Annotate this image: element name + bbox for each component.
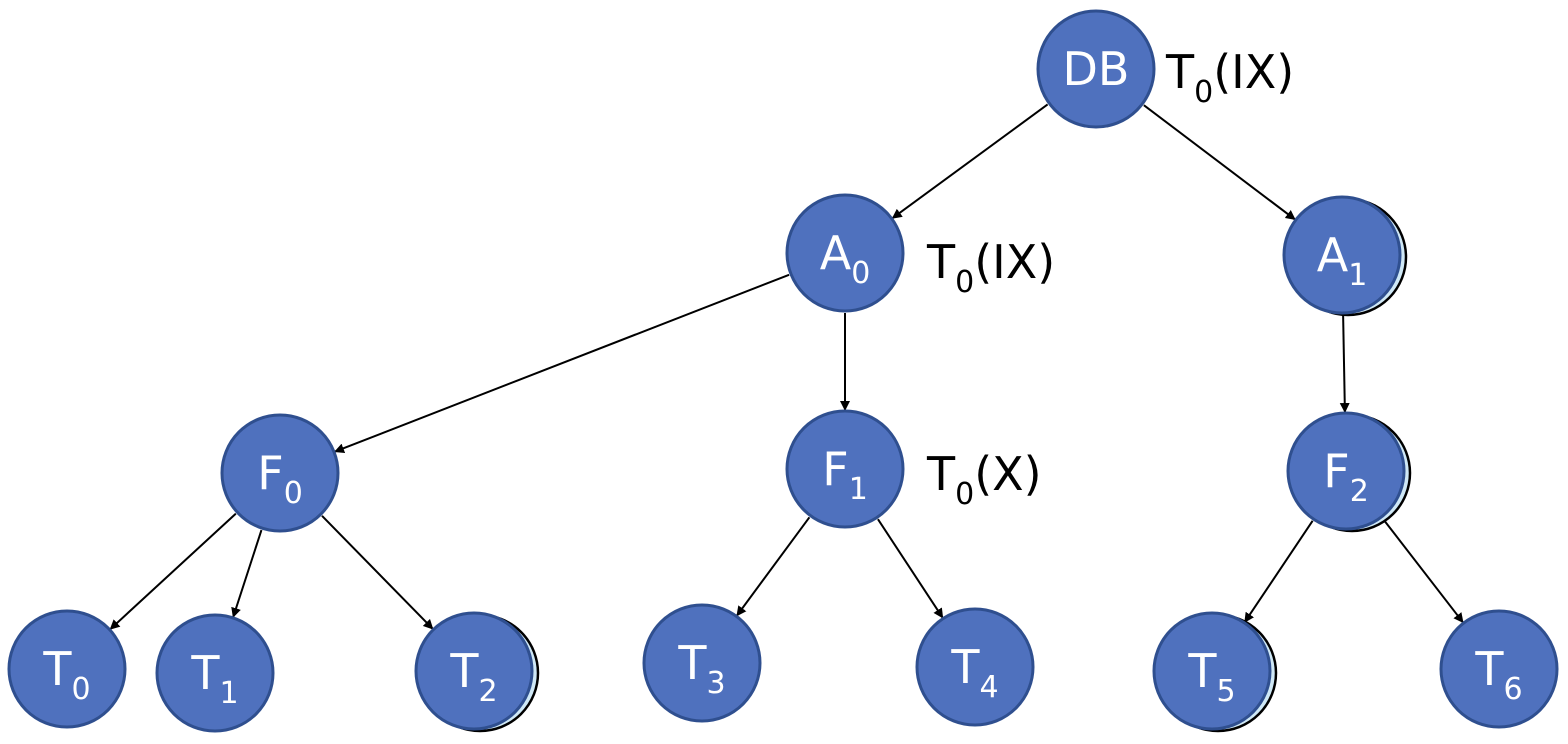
node-label-main: A <box>820 226 852 280</box>
node-circle <box>785 193 905 313</box>
lock-holder: T <box>1165 45 1195 99</box>
lock-mode: (IX) <box>974 235 1055 289</box>
node-label: F2 <box>1323 444 1369 509</box>
node-label-subscript: 2 <box>1350 474 1369 509</box>
node-F0: F0 <box>220 413 340 533</box>
node-label: T5 <box>1187 644 1235 709</box>
node-label-main: T <box>677 636 707 690</box>
node-label: T4 <box>950 640 998 705</box>
lock-holder: T <box>926 235 956 289</box>
node-label-main: T <box>1474 642 1504 696</box>
edge-DB-to-A0 <box>891 103 1049 219</box>
node-circle <box>7 609 127 729</box>
node-label: DB <box>1063 42 1130 96</box>
lock-mode: (IX) <box>1213 45 1294 99</box>
node-T1: T1 <box>155 613 275 733</box>
node-A1: A1 <box>1282 195 1408 317</box>
node-DB: DB <box>1036 9 1156 129</box>
edge-F2-to-T6 <box>1381 517 1464 624</box>
node-circle <box>1036 9 1156 129</box>
edge-F0-to-T2 <box>321 515 434 630</box>
locks-layer: T0(IX)T0(IX)T0(X) <box>926 45 1294 512</box>
node-T6: T6 <box>1439 609 1559 729</box>
node-label-subscript: 1 <box>220 676 239 711</box>
edge-F0-to-T0 <box>109 512 237 630</box>
lock-holder-subscript: 0 <box>955 265 974 300</box>
node-label-subscript: 0 <box>851 256 870 291</box>
edge-F1-to-T3 <box>736 516 811 617</box>
node-F2: F2 <box>1286 411 1412 533</box>
node-circle <box>414 611 534 731</box>
node-T3: T3 <box>642 603 762 723</box>
edge-F2-to-T5 <box>1244 520 1314 623</box>
node-label-main: T <box>190 646 220 700</box>
lock-holder: T <box>926 447 956 501</box>
edge-DB-to-A1 <box>1143 104 1296 221</box>
node-F1: F1 <box>785 409 905 529</box>
node-circle <box>642 603 762 723</box>
node-T4: T4 <box>915 607 1035 727</box>
node-label: T3 <box>677 636 725 701</box>
node-label-subscript: 1 <box>849 472 868 507</box>
node-label: F0 <box>257 446 303 511</box>
node-circle <box>1286 411 1406 531</box>
node-label-main: T <box>950 640 980 694</box>
node-label-main: A <box>1317 228 1349 282</box>
node-label: T0 <box>42 642 90 707</box>
node-label-subscript: 6 <box>1504 672 1523 707</box>
node-circle <box>1439 609 1559 729</box>
lock-annotation-DB: T0(IX) <box>1165 45 1294 110</box>
node-label-main: F <box>1323 444 1349 498</box>
node-label-subscript: 0 <box>72 672 91 707</box>
node-label-subscript: 4 <box>980 670 999 705</box>
node-A0: A0 <box>785 193 905 313</box>
node-label-main: F <box>822 442 848 496</box>
node-label-subscript: 3 <box>707 666 726 701</box>
lock-mode: (X) <box>974 447 1041 501</box>
node-label: T2 <box>449 644 497 709</box>
node-label: F1 <box>822 442 868 507</box>
node-circle <box>1282 195 1402 315</box>
node-label: A1 <box>1317 228 1368 293</box>
node-label-subscript: 1 <box>1348 258 1367 293</box>
node-label: T6 <box>1474 642 1522 707</box>
edge-F1-to-T4 <box>877 518 944 619</box>
node-label-main: F <box>257 446 283 500</box>
edges-layer <box>109 103 1464 630</box>
node-label-subscript: 2 <box>479 674 498 709</box>
lock-annotation-F1: T0(X) <box>926 447 1042 512</box>
node-circle <box>785 409 905 529</box>
node-T5: T5 <box>1152 611 1278 733</box>
edge-F0-to-T1 <box>231 529 263 618</box>
node-circle <box>220 413 340 533</box>
node-label-main: T <box>449 644 479 698</box>
node-label-subscript: 5 <box>1217 674 1236 709</box>
lock-holder-subscript: 0 <box>1194 75 1213 110</box>
lock-annotation-A0: T0(IX) <box>926 235 1055 300</box>
node-label: A0 <box>820 226 871 291</box>
node-label-subscript: 0 <box>284 476 303 511</box>
node-T2: T2 <box>414 611 540 733</box>
node-label-main: T <box>42 642 72 696</box>
node-circle <box>155 613 275 733</box>
node-circle <box>915 607 1035 727</box>
node-label-main: T <box>1187 644 1217 698</box>
node-T0: T0 <box>7 609 127 729</box>
lock-holder-subscript: 0 <box>955 477 974 512</box>
node-circle <box>1152 611 1272 731</box>
edge-A1-to-F2 <box>1339 314 1350 414</box>
edge-A0-to-F0 <box>334 273 790 453</box>
node-label-main: DB <box>1063 42 1130 96</box>
node-label: T1 <box>190 646 238 711</box>
